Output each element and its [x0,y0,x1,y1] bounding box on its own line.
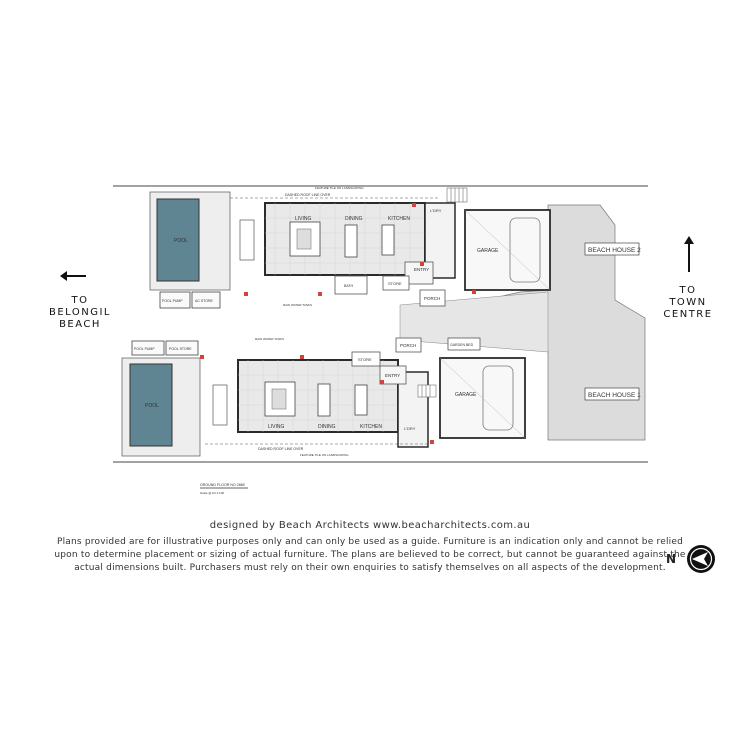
compass-letter: N [666,552,677,566]
house-1-feature-note: FEATURE TILE ON LANDSCAPING [300,453,349,457]
house-2-entry [404,261,434,285]
house-1-porch-label: PORCH [400,343,416,348]
house-1-name: BEACH HOUSE 1 [588,392,641,399]
disclaimer-line-3: actual dimensions built. Purchasers must… [74,563,666,573]
house-2-car [509,217,541,283]
to-belongil-beach-label: TO BELONGIL BEACH [48,295,111,330]
house-2-rain-note: RAIN WATER TANKS [283,303,312,307]
house-2-outdoor-table [239,219,255,261]
arrow-left-icon [60,271,86,281]
house-1-pool-pump-label: POOL PUMP [134,347,155,351]
compass: N [666,544,722,574]
house-2-store-label: STORE [388,281,402,286]
to-town-centre-label: TO TOWN CENTRE [663,285,713,320]
house-2-bath-label: BATH [344,284,354,288]
house-2-ac-store-label: AC STORE [195,299,213,303]
designer-credit: designed by Beach Architects www.beachar… [209,520,531,531]
house-2-entry-label: ENTRY [414,267,429,272]
house-1-coffee-table [271,388,287,410]
house-1-dining-label: DINING [318,424,336,430]
house-1-entry [379,365,407,385]
house-2-porch-label: PORCH [424,296,440,301]
house-1-pool-store-room [165,340,199,356]
house-1-outdoor-table [212,384,228,426]
house-1-dining-table [317,383,331,417]
house-2-coffee-table [296,228,312,250]
house-2-kitchen-label: KITCHEN [388,216,410,222]
house-2-name-tag [584,242,640,256]
house-2-garage-label: GARAGE [477,248,499,254]
arrow-up-icon [684,236,694,272]
house-2-ac-store-room [191,291,221,309]
house-1-kitchen-island [354,384,368,416]
beach-house-1-plan: POOL LIVING DINING KITCHEN GARAGE ENTRY … [121,337,641,457]
house-1-pool-store-label: POOL STORE [169,347,192,351]
house-1-service-block [397,371,429,448]
house-1-pool [129,363,173,447]
house-2-stair [446,187,468,203]
house-1-roof-note: DASHED ROOF LINE OVER [258,447,304,451]
common-driveway [484,204,646,441]
house-1-pool-pump-room [131,340,165,356]
beach-house-2-plan: POOL LIVING DINING KITCHEN GARAGE ENTRY … [149,186,641,309]
house-1-store-label: STORE [358,357,372,362]
house-2-store [382,275,410,291]
house-2-pool [156,198,200,282]
house-1-car [482,365,514,431]
house-1-pool-label: POOL [145,403,159,409]
house-1-garden-label: GARDEN BED [450,343,474,347]
house-2-dining-table [344,224,358,258]
house-1-garden-bed [447,337,481,351]
disclaimer: Plans provided are for illustrative purp… [30,536,710,575]
house-2-bath-room [334,275,368,295]
house-2-pool-pump-label: POOL PUMP [162,299,183,303]
house-2-sofa [289,221,321,257]
house-1-living-label: LIVING [268,424,285,430]
house-1-porch [395,337,422,353]
house-1-store [351,351,381,367]
house-2-dining-label: DINING [345,216,363,222]
common-path [399,291,549,353]
house-1-entry-label: ENTRY [385,373,400,378]
house-1-name-tag [584,387,640,401]
house-2-garage-hatch [464,209,551,291]
house-1-red-markers [200,355,434,444]
house-2-red-markers [244,203,476,296]
house-1-laundry-label: L'DRY [404,426,416,431]
plan-scale: Scale @ A3 1:100 [200,491,224,495]
plan-caption: GROUND FLOOR NO 2880 [200,483,245,487]
house-1-garage-label: GARAGE [455,392,477,398]
house-1-stair [417,384,437,398]
disclaimer-line-2: upon to determine placement or sizing of… [54,550,686,560]
house-2-name: BEACH HOUSE 2 [588,247,641,254]
north-arrow-icon [687,545,715,573]
house-2-feature-note: FEATURE TILE ON LANDSCAPING [315,186,364,190]
house-2-living-label: LIVING [295,216,312,222]
house-2-roof-note: DASHED ROOF LINE OVER [285,193,331,197]
house-2-laundry-label: L'DRY [430,208,442,213]
house-2-porch [419,289,446,307]
house-1-garage-hatch [439,357,526,439]
house-1-rain-note: RAIN WATER TANKS [255,337,284,341]
house-2-pool-label: POOL [174,238,188,244]
house-2-pool-pump-room [159,291,191,309]
house-2-kitchen-island [381,224,395,256]
disclaimer-line-1: Plans provided are for illustrative purp… [56,537,684,547]
house-1-kitchen-label: KITCHEN [360,424,382,430]
